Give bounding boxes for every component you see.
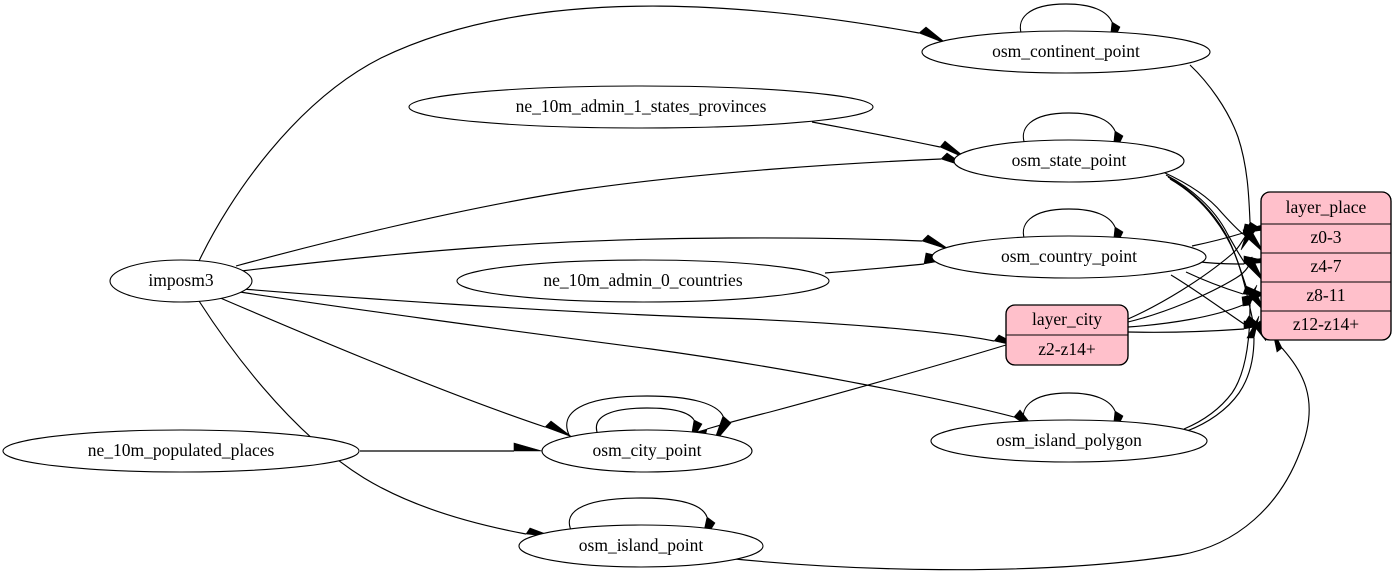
edge-layer_city-to-layer_place-z12 [1127, 320, 1272, 333]
edge-imposm3-to-osm_continent_point [198, 5, 948, 262]
node-layer_place[interactable]: layer_place z0-3 z4-7 z8-11 z12-z14+ [1260, 191, 1392, 341]
edge-imposm3-to-osm_city_point [217, 296, 573, 438]
edge-layer_city-to-layer_place-z0-3 [1127, 223, 1267, 320]
edge-imposm3-to-osm_island_polygon [239, 291, 1039, 434]
node-layer_city[interactable]: layer_city z2-z14+ [1005, 304, 1129, 366]
edge-imposm3-to-osm_state_point [235, 152, 970, 267]
edge-ne_10m_populated_places-to-osm_city_point [360, 442, 543, 452]
node-osm_country_point[interactable]: osm_country_point [931, 235, 1207, 279]
node-osm_city_point[interactable]: osm_city_point [541, 429, 753, 473]
ellipse-node-layer: imposm3 ne_10m_admin_1_states_provinces … [2, 30, 1211, 568]
node-osm_continent_point[interactable]: osm_continent_point [921, 30, 1211, 74]
node-osm_state_point[interactable]: osm_state_point [953, 139, 1185, 183]
node-ne_10m_admin_1_states_provinces[interactable]: ne_10m_admin_1_states_provinces [408, 85, 874, 129]
node-osm_island_point[interactable]: osm_island_point [518, 524, 764, 568]
node-ne_10m_admin_0_countries[interactable]: ne_10m_admin_0_countries [456, 259, 830, 303]
edge-osm_island_polygon-to-layer_place-z8-11 [1183, 284, 1258, 430]
edge-osm_island_polygon-to-layer_place-z12 [1186, 315, 1260, 432]
edge-osm_continent_point-to-layer_place [1189, 64, 1259, 251]
node-osm_island_polygon[interactable]: osm_island_polygon [930, 419, 1208, 463]
edge-imposm3-to-osm_island_point [198, 300, 555, 538]
node-imposm3[interactable]: imposm3 [109, 259, 253, 303]
edge-ne_10m_admin_1_states_provinces-to-osm_state_point [811, 121, 968, 160]
node-ne_10m_populated_places[interactable]: ne_10m_populated_places [2, 429, 360, 473]
edge-layer [198, 3, 1310, 571]
edge-imposm3-to-osm_country_point [240, 234, 951, 272]
